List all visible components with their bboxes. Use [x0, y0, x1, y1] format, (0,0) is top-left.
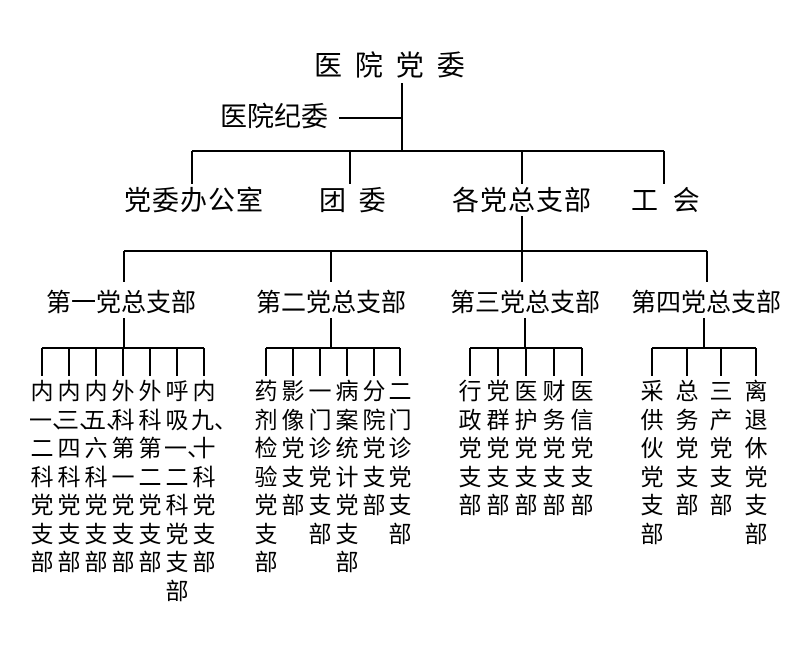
trade-union-node: 工 会: [631, 186, 703, 217]
dept-column: 采供伙党支部: [640, 379, 664, 548]
discipline-committee-node: 医院纪委: [220, 102, 328, 133]
youth-league-node: 团 委: [319, 186, 388, 217]
dept-column: 总务党支部: [675, 379, 699, 519]
dept-column: 医信党支部: [570, 379, 594, 519]
dept-column: 药剂检验党支部: [254, 379, 278, 576]
dept-column: 内一、二科党支部: [29, 379, 75, 576]
dept-column: 内九、十科党支部: [191, 379, 237, 576]
dept-column: 行政党支部: [458, 379, 482, 519]
dept-column: 内三、四科党支部: [56, 379, 102, 576]
party-office-node: 党委办公室: [124, 186, 264, 217]
dept-column: 外科第一党支部: [111, 379, 135, 576]
dept-column: 财务党支部: [542, 379, 566, 519]
dept-column: 二门诊党支部: [388, 379, 412, 548]
hospital-party-committee-node: 医 院 党 委: [314, 49, 467, 82]
dept-column: 三产党支部: [709, 379, 733, 519]
dept-column: 党群党支部: [486, 379, 510, 519]
dept-column: 一门诊党支部: [308, 379, 332, 548]
dept-column: 医护党支部: [514, 379, 538, 519]
branch-label: 第三党总支部: [450, 288, 601, 317]
dept-column: 内五、六科党支部: [83, 379, 129, 576]
branch-label: 第二党总支部: [256, 288, 407, 317]
dept-column: 外科第二党支部: [138, 379, 162, 576]
dept-column: 影像党支部: [281, 379, 305, 519]
dept-column: 病案统计党支部: [335, 379, 359, 576]
party-branches-node: 各党总支部: [452, 186, 592, 217]
branch-label: 第一党总支部: [46, 288, 197, 317]
dept-column: 呼吸一、二科党支部: [164, 379, 210, 605]
dept-column: 离退休党支部: [744, 379, 768, 548]
branch-label: 第四党总支部: [631, 288, 782, 317]
dept-column: 分院党支部: [362, 379, 386, 519]
